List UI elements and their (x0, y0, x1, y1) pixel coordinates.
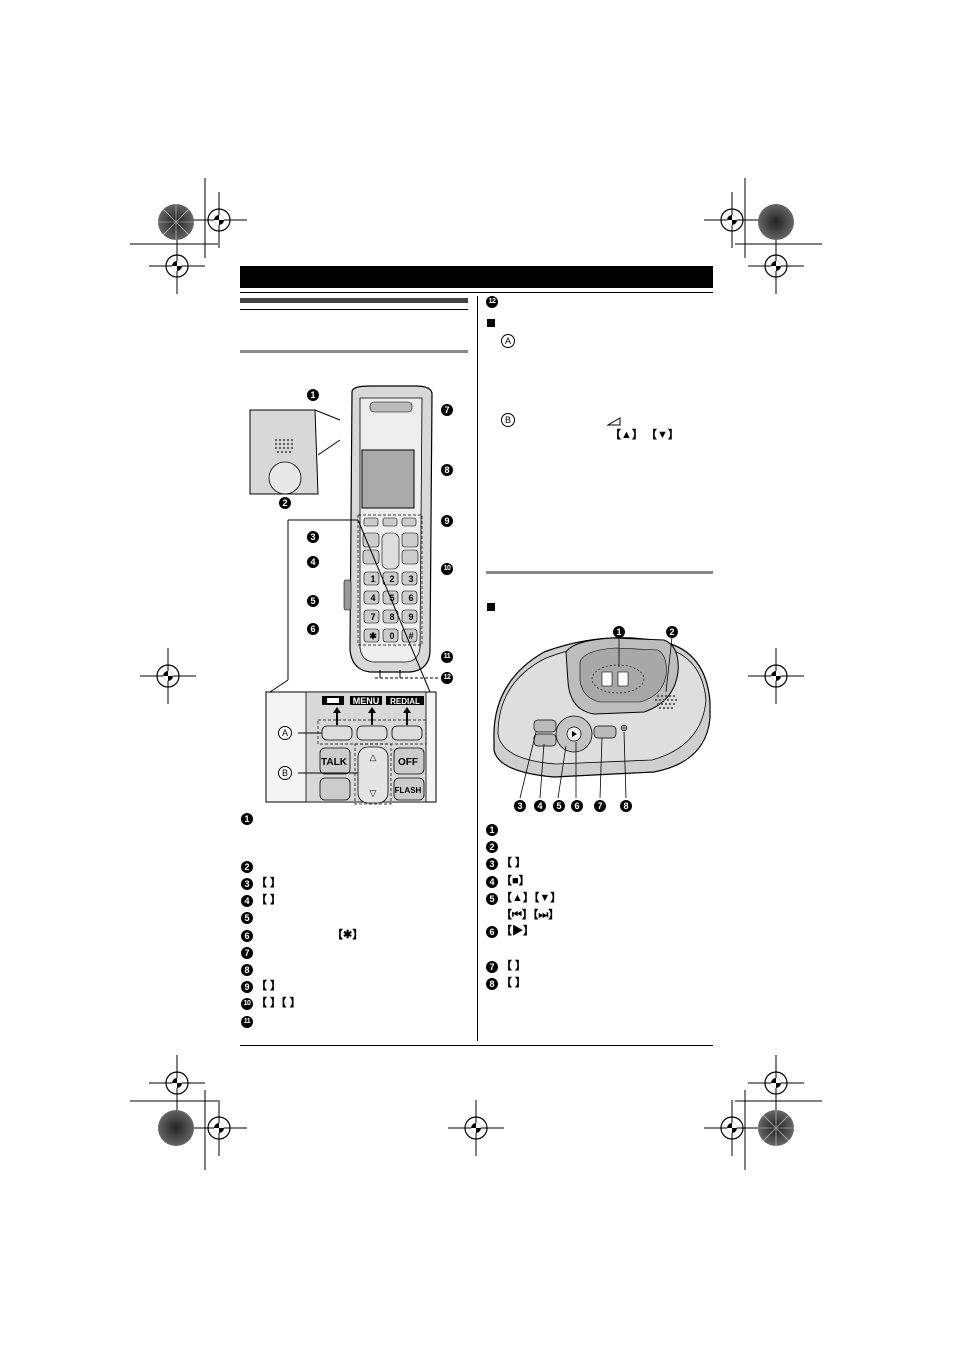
right-letter-a: A (501, 334, 515, 348)
flash-key-label: FLASH (395, 786, 422, 795)
subsection-bar (240, 350, 468, 353)
base-callout-8: 8 (620, 800, 632, 812)
list-num-11: 11 (241, 1016, 253, 1028)
section-heading-rule (240, 309, 468, 310)
list-num-3: 3 (241, 878, 253, 890)
svg-text:6: 6 (408, 593, 413, 603)
page-header-bar (240, 266, 713, 288)
list-num-7: 7 (241, 947, 253, 959)
list-text-3: 【 】 (256, 877, 282, 889)
base-list-num-5: 5 (486, 893, 498, 905)
arrow-keys-text: 【▲】 【▼】 (610, 429, 679, 441)
column-divider (477, 296, 478, 1041)
base-callout-6: 6 (571, 800, 583, 812)
callout-6: 6 (307, 623, 319, 635)
callout-2: 2 (279, 497, 291, 509)
svg-text:9: 9 (408, 612, 413, 622)
base-list-num-6: 6 (486, 926, 498, 938)
redial-key-label: REDIAL (390, 697, 420, 706)
list-num-2: 2 (241, 861, 253, 873)
base-list-num-3: 3 (486, 858, 498, 870)
subsection-bar-base (486, 571, 713, 574)
svg-text:▽: ▽ (370, 788, 377, 798)
right-letter-b: B (501, 413, 515, 427)
base-callout-2: 2 (666, 626, 678, 638)
base-list-text-5b: 【⏮】【⏭】 (501, 909, 560, 921)
base-list-num-8: 8 (486, 978, 498, 990)
volume-icon (606, 417, 621, 426)
callout-9: 9 (441, 515, 453, 527)
svg-text:1: 1 (370, 574, 375, 584)
base-callout-5: 5 (553, 800, 565, 812)
callout-5: 5 (307, 595, 319, 607)
base-list-text-6: 【▶】 (501, 925, 534, 937)
list-num-8: 8 (241, 964, 253, 976)
svg-text:7: 7 (370, 612, 375, 622)
svg-text:△: △ (370, 752, 377, 762)
list-text-6: 【✱】 (332, 929, 364, 941)
bullet-square-1 (487, 319, 495, 327)
list-text-4: 【 】 (256, 894, 282, 906)
base-callout-1: 1 (613, 626, 625, 638)
list-num-1: 1 (241, 813, 253, 825)
callout-4: 4 (307, 556, 319, 568)
menu-key-label: MENU (353, 696, 380, 706)
callout-12: 12 (441, 672, 453, 684)
base-list-text-8: 【 】 (501, 977, 527, 989)
callout-b: B (278, 766, 292, 780)
callout-8: 8 (441, 464, 453, 476)
svg-text:8: 8 (389, 612, 394, 622)
svg-text:#: # (408, 631, 413, 641)
list-text-10: 【 】【 】 (256, 997, 301, 1009)
list-text-9: 【 】 (256, 980, 282, 992)
base-callout-7: 7 (594, 800, 606, 812)
base-list-text-5: 【▲】【▼】 (501, 892, 562, 904)
base-list-text-7: 【 】 (501, 960, 527, 972)
base-callout-3: 3 (514, 800, 526, 812)
base-unit-diagram (493, 636, 711, 799)
right-item-12: 12 (486, 296, 498, 308)
base-list-text-3: 【 】 (501, 857, 527, 869)
list-num-9: 9 (241, 981, 253, 993)
base-list-num-7: 7 (486, 961, 498, 973)
callout-a: A (278, 726, 292, 740)
base-list-num-2: 2 (486, 841, 498, 853)
svg-text:2: 2 (389, 574, 394, 584)
list-num-4: 4 (241, 895, 253, 907)
base-list-num-1: 1 (486, 824, 498, 836)
footer-rule (240, 1045, 713, 1046)
svg-text:5: 5 (389, 593, 394, 603)
header-rule (240, 292, 713, 293)
callout-3: 3 (307, 531, 319, 543)
list-num-10: 10 (241, 998, 253, 1010)
svg-text:0: 0 (389, 631, 394, 641)
section-heading-bar (240, 298, 468, 303)
callout-1: 1 (307, 389, 319, 401)
base-callout-4: 4 (534, 800, 546, 812)
svg-text:✱: ✱ (369, 631, 377, 641)
svg-text:4: 4 (370, 593, 375, 603)
base-list-num-4: 4 (486, 876, 498, 888)
base-list-text-4: 【■】 (501, 875, 530, 887)
list-num-6: 6 (241, 930, 253, 942)
callout-10: 10 (441, 563, 453, 575)
svg-text:3: 3 (408, 574, 413, 584)
callout-7: 7 (441, 404, 453, 416)
callout-11: 11 (441, 651, 453, 663)
bullet-square-2 (487, 603, 495, 611)
talk-key-label: TALK (321, 757, 348, 768)
off-key-label: OFF (398, 757, 418, 768)
list-num-5: 5 (241, 912, 253, 924)
